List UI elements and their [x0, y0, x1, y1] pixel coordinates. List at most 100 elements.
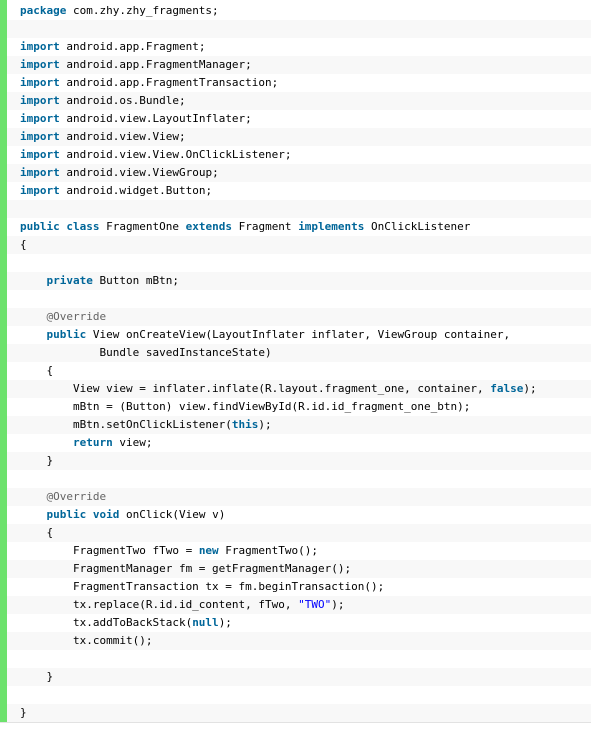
code-token: import [20, 166, 60, 179]
code-token: tx.commit(); [20, 634, 153, 647]
code-token: FragmentTransaction tx = fm.beginTransac… [20, 580, 385, 593]
code-line [7, 200, 591, 218]
code-line: import android.view.ViewGroup; [7, 164, 591, 182]
code-token: view; [112, 436, 153, 449]
code-token: "TWO" [298, 598, 332, 611]
code-token: android.widget.Button; [59, 184, 213, 197]
code-token: return [72, 436, 113, 449]
code-token: import [20, 94, 60, 107]
code-token: Fragment [231, 220, 299, 233]
code-line [7, 254, 591, 272]
code-line: import android.widget.Button; [7, 182, 591, 200]
code-token: package [20, 4, 67, 17]
code-token: android.view.LayoutInflater; [59, 112, 252, 125]
code-token [20, 310, 47, 323]
code-token: this [231, 418, 259, 431]
code-token: android.view.ViewGroup; [59, 166, 219, 179]
code-line: tx.replace(R.id.id_content, fTwo, "TWO")… [7, 596, 591, 614]
code-token: tx.addToBackStack( [20, 616, 193, 629]
code-token [20, 508, 47, 521]
code-token: mBtn.setOnClickListener( [20, 418, 232, 431]
code-token: public [46, 328, 87, 341]
code-token: { [20, 364, 54, 377]
code-line [7, 686, 591, 704]
code-line: private Button mBtn; [7, 272, 591, 290]
code-line: FragmentTransaction tx = fm.beginTransac… [7, 578, 591, 596]
code-token: ); [258, 418, 272, 431]
code-token: Button mBtn; [92, 274, 179, 287]
code-line [7, 470, 591, 488]
code-token: tx.replace(R.id.id_content, fTwo, [20, 598, 299, 611]
code-line [7, 20, 591, 38]
code-token: com.zhy.zhy_fragments; [66, 4, 219, 17]
code-token: @Override [46, 490, 107, 503]
code-token: public [46, 508, 87, 521]
code-token: class [66, 220, 100, 233]
code-line [7, 290, 591, 308]
code-line: import android.view.View.OnClickListener… [7, 146, 591, 164]
code-token: void [92, 508, 120, 521]
code-token: import [20, 112, 60, 125]
code-token: android.view.View.OnClickListener; [59, 148, 292, 161]
code-token: onClick(View v) [119, 508, 226, 521]
code-token [20, 490, 47, 503]
code-token [20, 274, 47, 287]
code-line: View view = inflater.inflate(R.layout.fr… [7, 380, 591, 398]
code-line: Bundle savedInstanceState) [7, 344, 591, 362]
code-line: public View onCreateView(LayoutInflater … [7, 326, 591, 344]
code-line: mBtn.setOnClickListener(this); [7, 416, 591, 434]
code-line: public class FragmentOne extends Fragmen… [7, 218, 591, 236]
code-line: @Override [7, 488, 591, 506]
code-token: null [192, 616, 219, 629]
code-token: FragmentOne [99, 220, 186, 233]
code-line: { [7, 236, 591, 254]
code-token: new [198, 544, 219, 557]
code-line: FragmentTwo fTwo = new FragmentTwo(); [7, 542, 591, 560]
code-line: tx.commit(); [7, 632, 591, 650]
code-line: import android.app.Fragment; [7, 38, 591, 56]
code-token: import [20, 40, 60, 53]
code-line: import android.view.View; [7, 128, 591, 146]
code-token [86, 508, 93, 521]
code-token: } [20, 706, 27, 719]
code-line: mBtn = (Button) view.findViewById(R.id.i… [7, 398, 591, 416]
code-token: import [20, 76, 60, 89]
code-line: @Override [7, 308, 591, 326]
code-token: android.app.FragmentManager; [59, 58, 252, 71]
code-token: public [20, 220, 60, 233]
code-line: public void onClick(View v) [7, 506, 591, 524]
code-token [20, 328, 47, 341]
code-line: return view; [7, 434, 591, 452]
code-token: android.view.View; [59, 130, 186, 143]
code-line: package com.zhy.zhy_fragments; [7, 2, 591, 20]
code-lines: package com.zhy.zhy_fragments; import an… [7, 2, 591, 722]
code-line: import android.app.FragmentManager; [7, 56, 591, 74]
code-line: import android.os.Bundle; [7, 92, 591, 110]
code-line: } [7, 668, 591, 686]
code-line [7, 650, 591, 668]
code-token: ); [523, 382, 537, 395]
code-token: import [20, 58, 60, 71]
code-token: import [20, 184, 60, 197]
code-token: View view = inflater.inflate(R.layout.fr… [20, 382, 491, 395]
code-token [20, 436, 73, 449]
code-token: android.app.Fragment; [59, 40, 206, 53]
code-token: private [46, 274, 93, 287]
code-line: { [7, 362, 591, 380]
code-line: } [7, 452, 591, 470]
code-token: { [20, 238, 27, 251]
code-line: } [7, 704, 591, 722]
code-token: FragmentManager fm = getFragmentManager(… [20, 562, 352, 575]
code-token: mBtn = (Button) view.findViewById(R.id.i… [20, 400, 471, 413]
code-line: { [7, 524, 591, 542]
code-token: OnClickListener [364, 220, 471, 233]
code-token: extends [185, 220, 232, 233]
code-token: implements [298, 220, 365, 233]
code-token: FragmentTwo(); [218, 544, 319, 557]
code-token: false [490, 382, 524, 395]
code-token: Bundle savedInstanceState) [20, 346, 272, 359]
code-token: } [20, 454, 54, 467]
code-line: tx.addToBackStack(null); [7, 614, 591, 632]
code-token: import [20, 148, 60, 161]
code-token: android.os.Bundle; [59, 94, 186, 107]
